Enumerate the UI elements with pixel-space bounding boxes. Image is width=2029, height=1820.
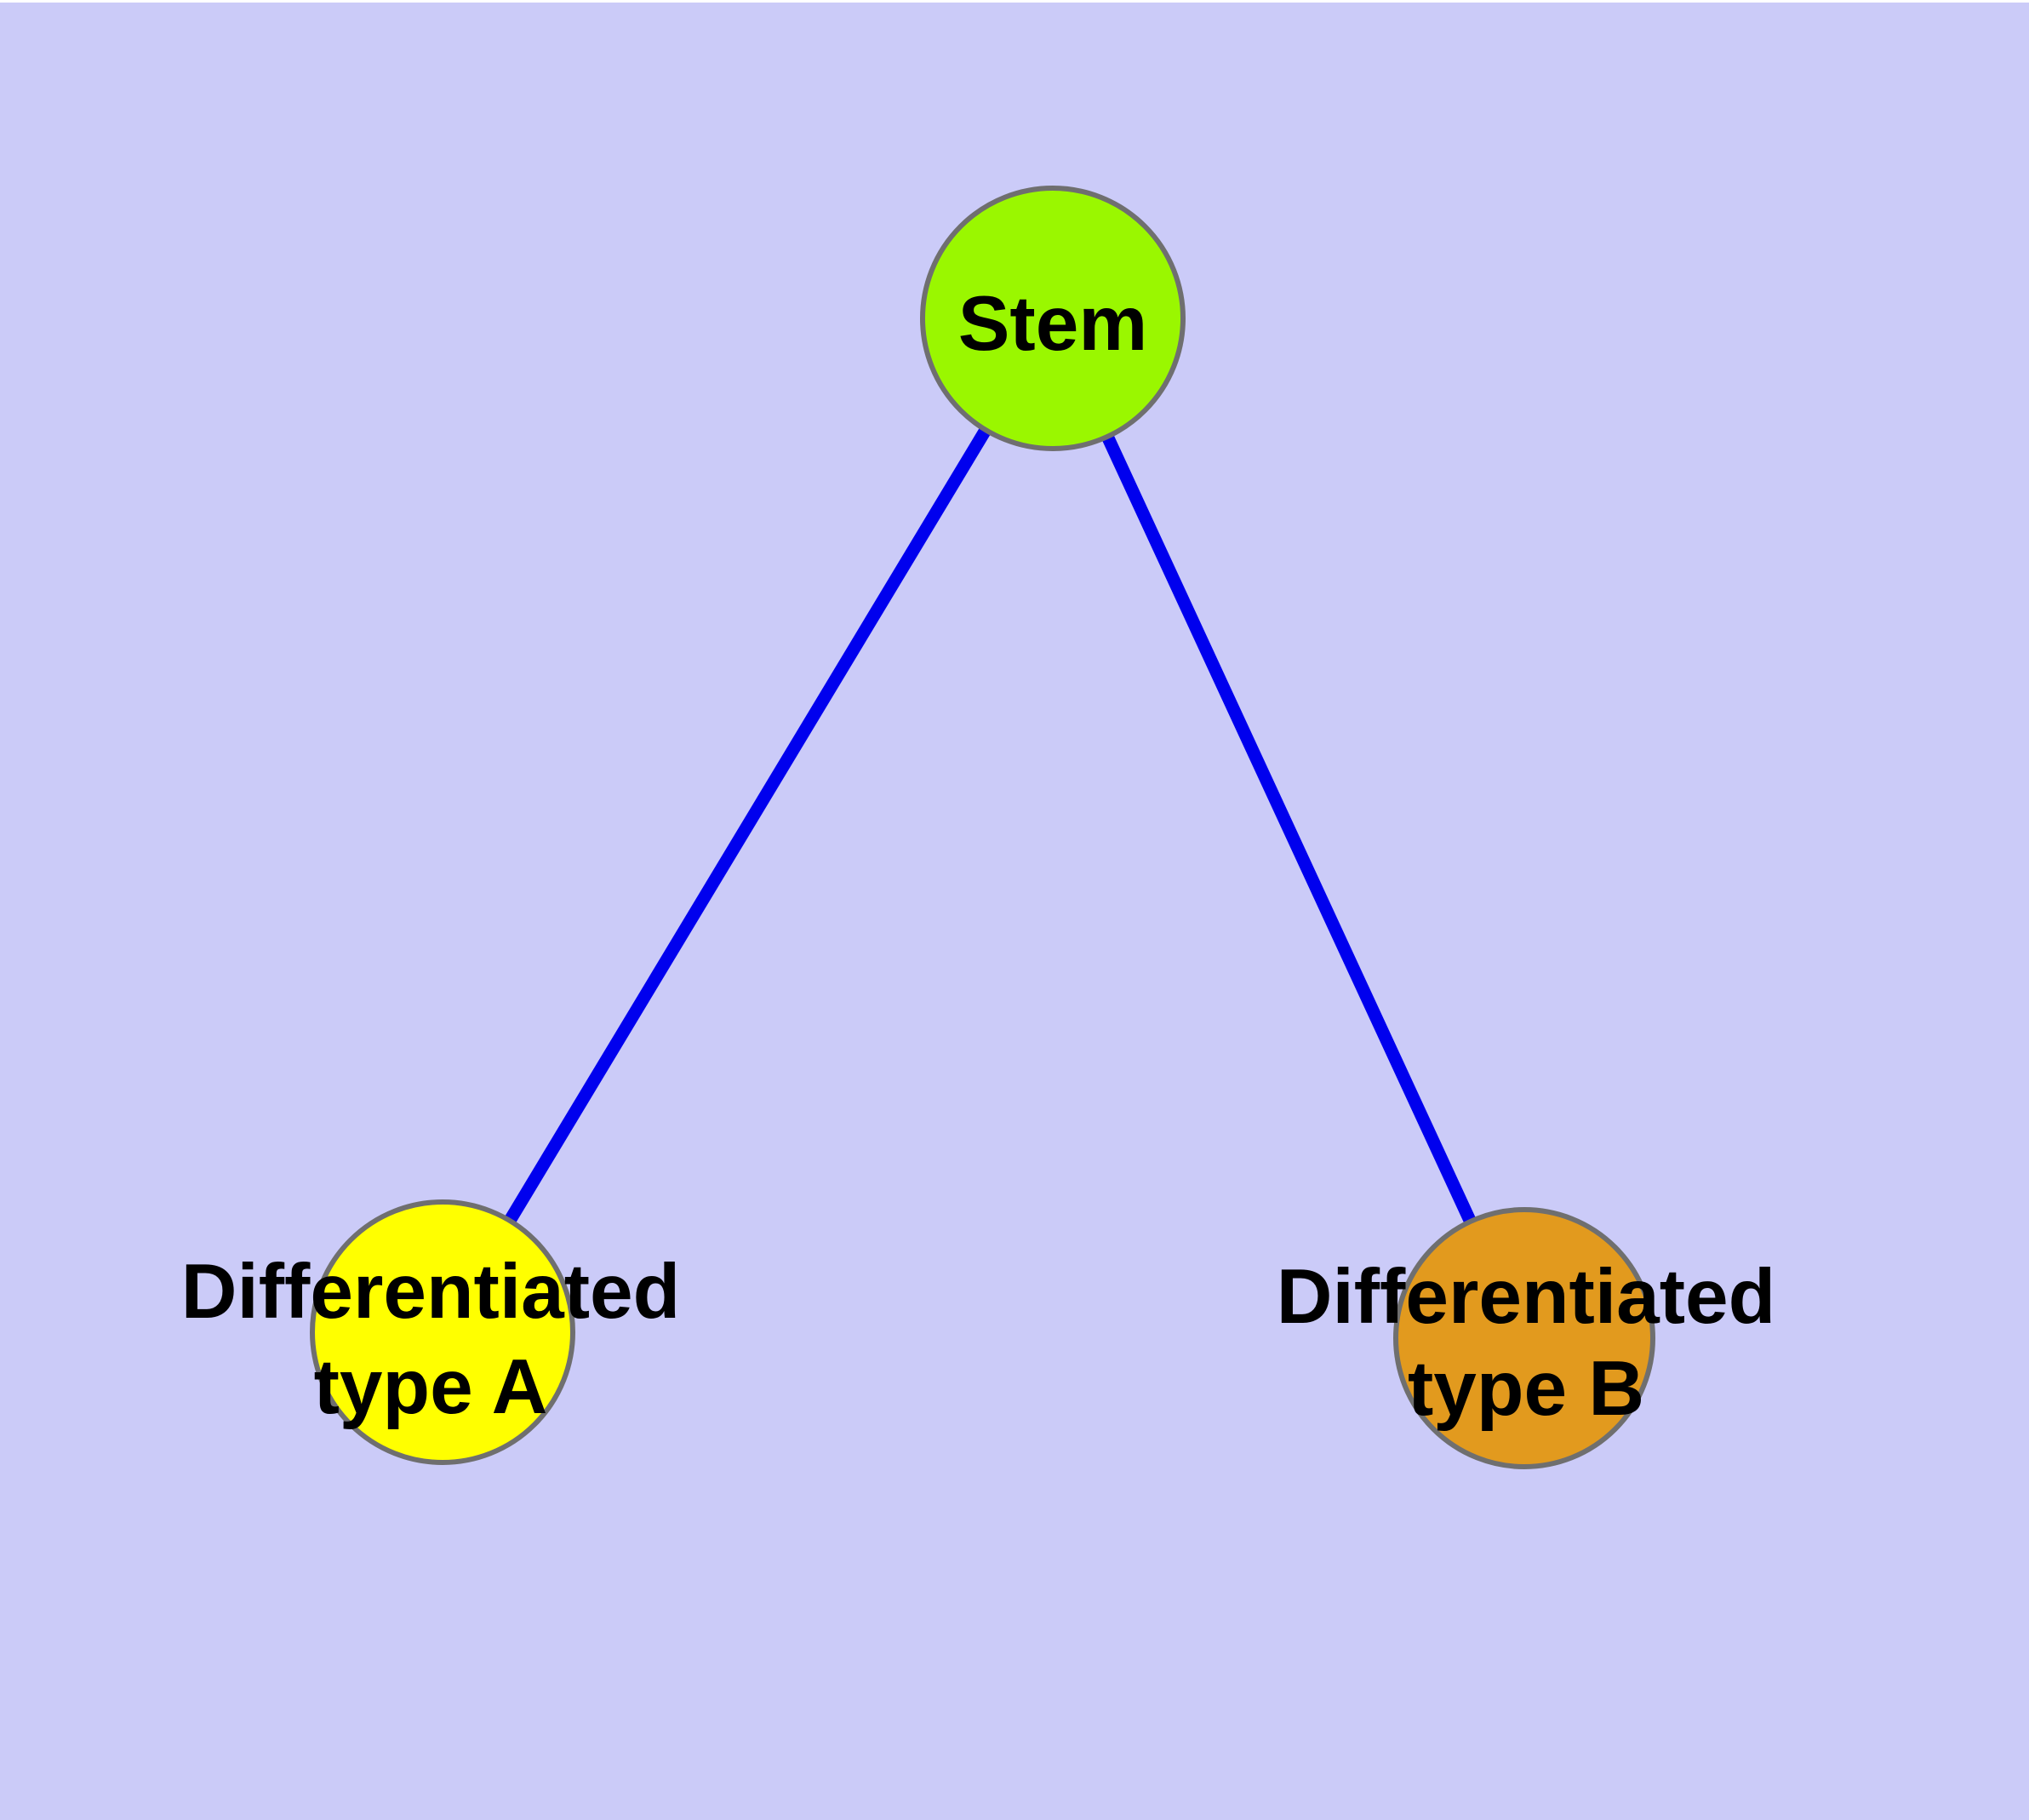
node-label-typeA-line2: type A <box>314 1344 548 1430</box>
node-label-typeA-line1: Differentiated <box>181 1249 681 1335</box>
node-typeB-circle <box>1393 1207 1655 1469</box>
node-label-typeB-line1: Differentiated <box>1277 1254 1776 1340</box>
node-label-typeB-line2: type B <box>1408 1346 1644 1432</box>
canvas-top-edge <box>0 0 2029 3</box>
node-label-stem: Stem <box>958 281 1148 367</box>
edge-stem-to-typeA <box>437 315 1059 1336</box>
node-typeA-circle <box>310 1199 575 1465</box>
node-stem-circle <box>920 186 1186 451</box>
edge-stem-to-typeB <box>1047 315 1530 1342</box>
